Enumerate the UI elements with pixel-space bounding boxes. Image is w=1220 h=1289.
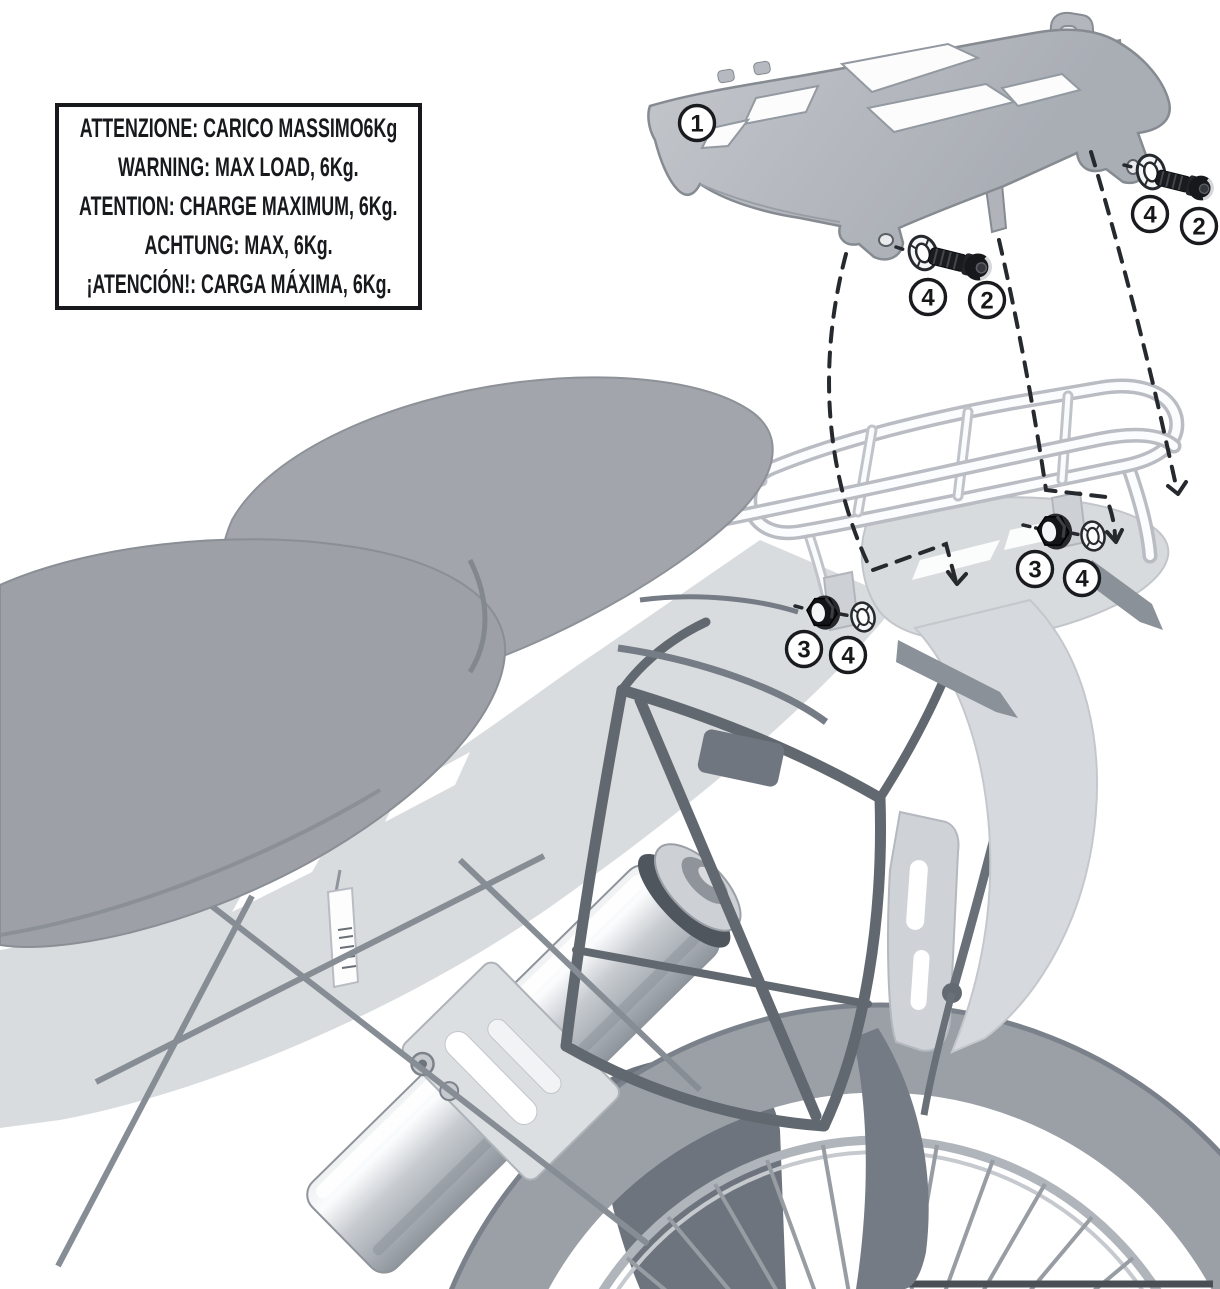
- warning-line-de: ACHTUNG: MAX, 6Kg.: [144, 230, 333, 260]
- rider-seat: [0, 538, 507, 948]
- callout-3-number: 3: [797, 637, 810, 664]
- callout-3-number: 3: [1028, 557, 1041, 584]
- cable: [617, 644, 829, 725]
- turn-signal: [1086, 560, 1163, 630]
- callout-2-right-screw: 2: [1179, 206, 1219, 246]
- callout-4-left-screw: 4: [908, 277, 948, 317]
- callout-2-left-screw: 2: [967, 280, 1007, 320]
- rack-mounting-plate: [647, 11, 1171, 261]
- callout-2-number: 2: [980, 288, 993, 315]
- assembly-dashed-lines: [827, 150, 1188, 586]
- callout-4-number: 4: [1075, 566, 1089, 593]
- callout-4-left-nut: 4: [828, 635, 868, 675]
- warning-line-it: ATTENZIONE: CARICO MASSIMO6Kg: [79, 113, 398, 143]
- seats: [0, 376, 774, 948]
- callout-4-number: 4: [841, 643, 855, 670]
- callouts: 1 4 2 4 2 3 4 3: [677, 103, 1219, 675]
- motorcycle-body: [0, 376, 1220, 1289]
- warning-line-es: ¡ATENCIÓN!: CARGA MÁXIMA, 6Kg.: [86, 269, 391, 299]
- plate-cutouts: [700, 42, 1083, 150]
- muffler-clamp: [401, 961, 620, 1181]
- pannier-frame: [55, 558, 1067, 1268]
- callout-2-number: 2: [1192, 214, 1205, 241]
- mounting-hardware: [793, 150, 1218, 635]
- callout-4-number: 4: [1143, 202, 1157, 229]
- screw-part: [924, 240, 997, 286]
- callout-4-number: 4: [921, 285, 935, 312]
- callout-4-right-screw: 4: [1130, 194, 1170, 234]
- callout-3-right-nut: 3: [1015, 549, 1055, 589]
- warning-line-fr: ATENTION: CHARGE MAXIMUM, 6Kg.: [79, 191, 398, 221]
- fender-stay: [887, 810, 960, 1052]
- callout-3-left-nut: 3: [784, 629, 824, 669]
- callout-1: 1: [677, 103, 717, 143]
- turn-signal: [896, 640, 1018, 718]
- mudflap: [853, 1028, 929, 1289]
- max-load-warning-box: ATTENZIONE: CARICO MASSIMO6Kg WARNING: M…: [55, 103, 422, 310]
- under-seat-panel: [0, 540, 900, 1128]
- callout-1-number: 1: [690, 111, 703, 138]
- cable: [639, 594, 799, 615]
- rear-fender: [913, 598, 1098, 1054]
- warning-line-en: WARNING: MAX LOAD, 6Kg.: [118, 152, 359, 182]
- screw-part: [1151, 163, 1218, 205]
- connector-block: [697, 729, 785, 787]
- tail-section: [860, 496, 1170, 1054]
- callout-4-right-nut: 4: [1062, 558, 1102, 598]
